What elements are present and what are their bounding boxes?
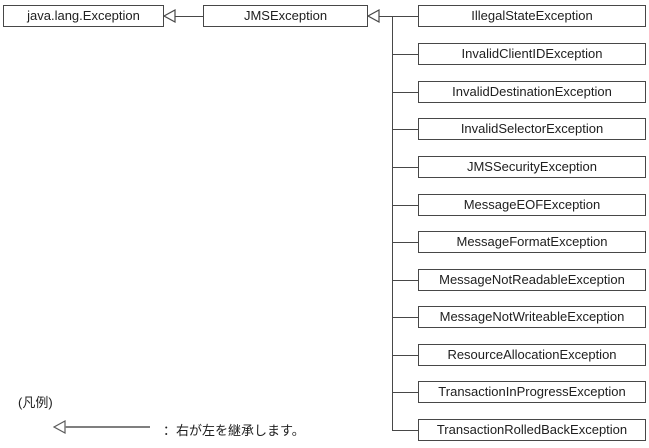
connector-line <box>392 167 418 168</box>
class-box-parent: JMSException <box>203 5 368 27</box>
connector-line <box>392 355 418 356</box>
connector-line <box>392 280 418 281</box>
connector-line <box>392 205 418 206</box>
class-box: JMSSecurityException <box>418 156 646 178</box>
class-box: TransactionInProgressException <box>418 381 646 403</box>
connector-trunk-line <box>392 16 393 431</box>
connector-line <box>392 392 418 393</box>
class-box: InvalidSelectorException <box>418 118 646 140</box>
connector-line <box>392 54 418 55</box>
connector-line <box>392 92 418 93</box>
class-box: MessageNotReadableException <box>418 269 646 291</box>
connector-line <box>392 317 418 318</box>
connector-line <box>379 16 418 17</box>
class-box: InvalidDestinationException <box>418 81 646 103</box>
class-box: IllegalStateException <box>418 5 646 27</box>
class-box: ResourceAllocationException <box>418 344 646 366</box>
legend-description: ：右が左を継承します。 <box>163 423 305 438</box>
legend-heading: (凡例) <box>18 395 53 410</box>
legend-arrow-line <box>65 426 150 428</box>
connector-line <box>392 242 418 243</box>
class-box: MessageNotWriteableException <box>418 306 646 328</box>
connector-line <box>175 16 203 17</box>
class-box-root: java.lang.Exception <box>3 5 164 27</box>
class-box: TransactionRolledBackException <box>418 419 646 441</box>
class-box: InvalidClientIDException <box>418 43 646 65</box>
connector-line <box>392 129 418 130</box>
class-box: MessageEOFException <box>418 194 646 216</box>
class-box: MessageFormatException <box>418 231 646 253</box>
connector-line <box>392 430 418 431</box>
